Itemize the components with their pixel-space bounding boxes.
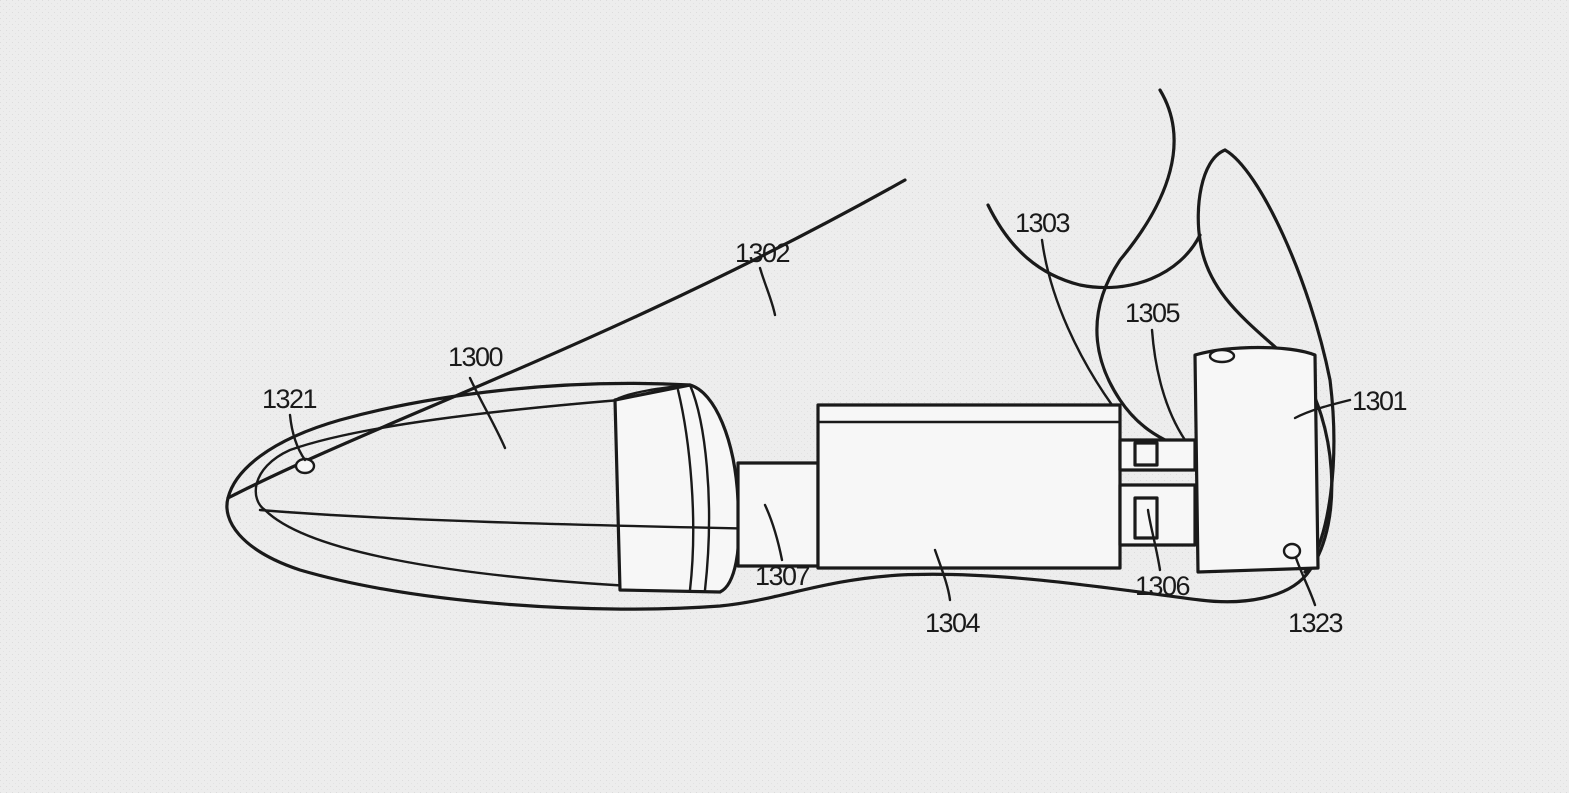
label-1302: 1302 xyxy=(735,238,790,268)
leader-1323 xyxy=(1294,556,1317,607)
connector-bottom-tab xyxy=(1133,496,1159,540)
label-1301: 1301 xyxy=(1352,386,1407,416)
main-block xyxy=(816,403,1122,570)
cord-line xyxy=(1095,88,1177,447)
inner-tip xyxy=(254,398,722,592)
base-port xyxy=(1282,542,1302,560)
leader-1306 xyxy=(1146,508,1162,572)
neck-connector xyxy=(736,461,820,568)
cone-cap xyxy=(613,383,692,402)
label-1307: 1307 xyxy=(755,561,810,591)
leader-1301 xyxy=(1293,398,1352,420)
leader-1304 xyxy=(933,548,952,602)
label-1305: 1305 xyxy=(1125,298,1180,328)
leader-1307 xyxy=(763,503,784,562)
leader-1321 xyxy=(288,413,307,462)
leader-1305 xyxy=(1150,328,1187,442)
leader-1303 xyxy=(1040,238,1114,407)
cone-band-1 xyxy=(688,383,711,592)
label-1303: 1303 xyxy=(1015,208,1070,238)
leader-1302 xyxy=(758,266,777,317)
cylinder-housing xyxy=(1193,345,1320,574)
cone-midline xyxy=(258,508,817,532)
label-1306: 1306 xyxy=(1135,571,1190,601)
cone-band-2 xyxy=(676,388,695,592)
hook-curve xyxy=(986,203,1202,290)
connector-top-tab xyxy=(1133,441,1159,467)
shell-right-edge xyxy=(1223,148,1336,574)
cone-body xyxy=(613,383,741,594)
label-1321: 1321 xyxy=(262,384,317,414)
label-1323: 1323 xyxy=(1288,608,1343,638)
label-1304: 1304 xyxy=(925,608,981,638)
label-1300: 1300 xyxy=(448,342,503,372)
leader-1300 xyxy=(468,376,507,450)
cylinder-top-port xyxy=(1208,348,1236,364)
